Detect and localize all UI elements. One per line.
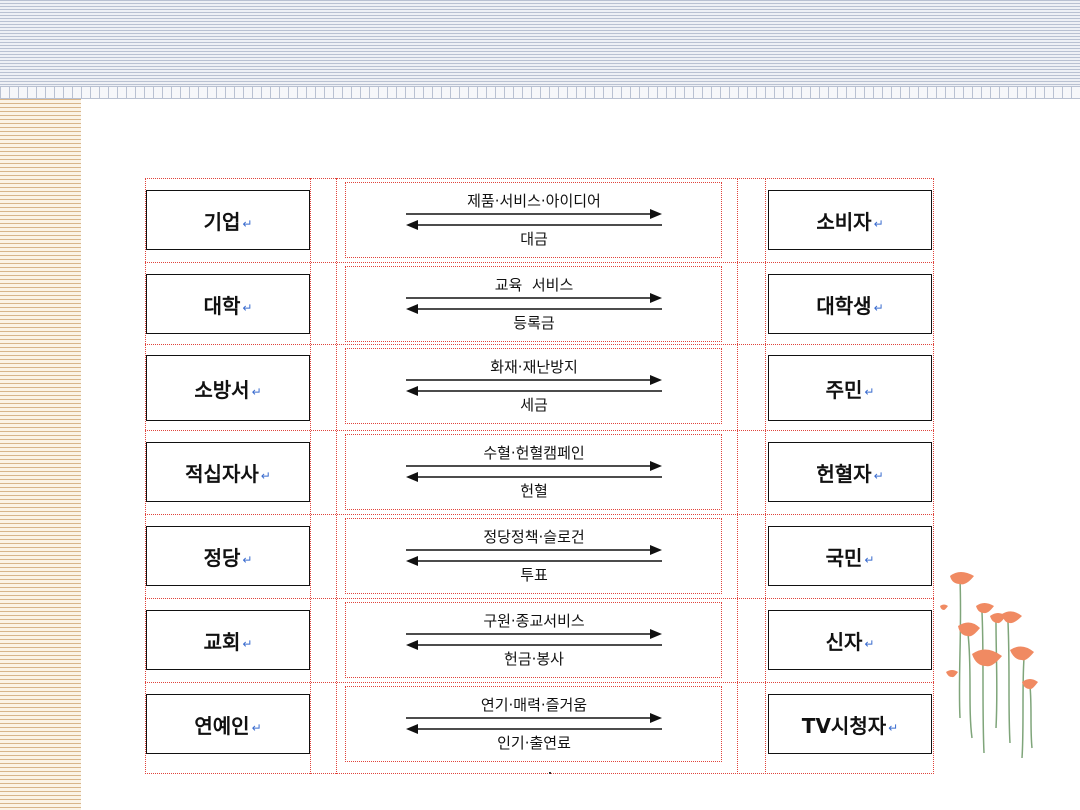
- header-stripe-band: [0, 0, 1080, 86]
- provider-box: 소방서↵: [146, 355, 310, 421]
- offer-label: 정당정책·슬로건: [483, 528, 585, 546]
- return-mark-icon: ↵: [260, 469, 271, 483]
- provider-label: 교회: [203, 629, 241, 654]
- stray-dot: [549, 772, 551, 774]
- row-divider: [145, 598, 934, 599]
- header-ruler-strip: [0, 86, 1080, 99]
- recipient-box: 소비자↵: [768, 190, 932, 250]
- recipient-label: 소비자: [816, 209, 872, 234]
- return-label: 등록금: [513, 314, 555, 332]
- row-divider: [145, 430, 934, 431]
- return-mark-icon: ↵: [864, 553, 875, 567]
- left-stripe-band: [0, 99, 81, 810]
- exchange-arrows-icon: [406, 461, 662, 482]
- poppy-flowers-icon: [940, 572, 1038, 759]
- return-label: 세금: [520, 396, 548, 414]
- exchange-arrows-icon: [406, 713, 662, 734]
- exchange-arrows-icon: [406, 209, 662, 230]
- return-label: 대금: [520, 230, 548, 248]
- provider-label: 대학: [203, 293, 241, 318]
- provider-label: 적십자사: [185, 461, 259, 486]
- exchange-row: 연예인↵ 연기·매력·즐거움 인기·출연료 TV시청자↵: [0, 682, 1080, 766]
- return-mark-icon: ↵: [242, 301, 253, 315]
- column-divider: [336, 178, 337, 774]
- exchange-row: 교회↵ 구원·종교서비스 헌금·봉사 신자↵: [0, 598, 1080, 682]
- exchange-arrows-icon: [406, 545, 662, 566]
- exchange-cell: [345, 602, 722, 678]
- exchange-row: 기업↵ 제품·서비스·아이디어 대금 소비자↵: [0, 178, 1080, 262]
- recipient-label: 헌혈자: [816, 461, 872, 486]
- row-divider: [145, 344, 934, 345]
- recipient-box: 신자↵: [768, 610, 932, 670]
- return-mark-icon: ↵: [864, 385, 875, 399]
- return-mark-icon: ↵: [873, 301, 884, 315]
- provider-box: 대학↵: [146, 274, 310, 334]
- recipient-label: 신자: [825, 629, 863, 654]
- column-divider: [765, 178, 766, 774]
- exchange-arrows-icon: [406, 629, 662, 650]
- exchange-cell: [345, 348, 722, 424]
- exchange-arrows-icon: [406, 375, 662, 396]
- provider-box: 교회↵: [146, 610, 310, 670]
- column-divider: [310, 178, 311, 774]
- recipient-label: 국민: [825, 545, 863, 570]
- provider-label: 소방서: [194, 377, 250, 402]
- recipient-label: TV시청자: [801, 713, 887, 738]
- return-mark-icon: ↵: [873, 217, 884, 231]
- offer-label: 제품·서비스·아이디어: [467, 192, 601, 210]
- exchange-row: 소방서↵ 화재·재난방지 세금 주민↵: [0, 344, 1080, 428]
- exchange-cell: [345, 182, 722, 258]
- recipient-box: 헌혈자↵: [768, 442, 932, 502]
- return-mark-icon: ↵: [242, 637, 253, 651]
- provider-box: 정당↵: [146, 526, 310, 586]
- return-mark-icon: ↵: [888, 721, 899, 735]
- recipient-box: 주민↵: [768, 355, 932, 421]
- exchange-cell: [345, 434, 722, 510]
- provider-label: 연예인: [194, 713, 250, 738]
- return-mark-icon: ↵: [873, 469, 884, 483]
- provider-box: 연예인↵: [146, 694, 310, 754]
- recipient-label: 대학생: [816, 293, 872, 318]
- exchange-cell: [345, 686, 722, 762]
- provider-label: 기업: [203, 209, 241, 234]
- provider-box: 기업↵: [146, 190, 310, 250]
- return-mark-icon: ↵: [242, 553, 253, 567]
- return-label: 헌금·봉사: [504, 650, 564, 668]
- exchange-row: 정당↵ 정당정책·슬로건 투표 국민↵: [0, 514, 1080, 598]
- offer-label: 수혈·헌혈캠페인: [483, 444, 585, 462]
- return-mark-icon: ↵: [242, 217, 253, 231]
- recipient-box: 국민↵: [768, 526, 932, 586]
- row-divider: [145, 682, 934, 683]
- return-label: 헌혈: [520, 482, 548, 500]
- return-mark-icon: ↵: [864, 637, 875, 651]
- exchange-cell: [345, 518, 722, 594]
- column-divider: [737, 178, 738, 774]
- exchange-row: 적십자사↵ 수혈·헌혈캠페인 헌혈 헌혈자↵: [0, 430, 1080, 514]
- offer-label: 화재·재난방지: [490, 358, 578, 376]
- row-divider: [145, 514, 934, 515]
- offer-label: 구원·종교서비스: [483, 612, 585, 630]
- provider-box: 적십자사↵: [146, 442, 310, 502]
- offer-label: 연기·매력·즐거움: [480, 696, 588, 714]
- recipient-box: 대학생↵: [768, 274, 932, 334]
- return-label: 인기·출연료: [497, 734, 571, 752]
- return-mark-icon: ↵: [251, 721, 262, 735]
- exchange-table-frame: [145, 178, 934, 774]
- exchange-arrows-icon: [406, 293, 662, 314]
- recipient-label: 주민: [825, 377, 863, 402]
- recipient-box: TV시청자↵: [768, 694, 932, 754]
- return-label: 투표: [520, 566, 548, 584]
- exchange-row: 대학↵ 교육 서비스 등록금 대학생↵: [0, 262, 1080, 346]
- offer-label: 교육 서비스: [494, 276, 574, 294]
- provider-label: 정당: [203, 545, 241, 570]
- row-divider: [145, 262, 934, 263]
- return-mark-icon: ↵: [251, 385, 262, 399]
- exchange-cell: [345, 266, 722, 342]
